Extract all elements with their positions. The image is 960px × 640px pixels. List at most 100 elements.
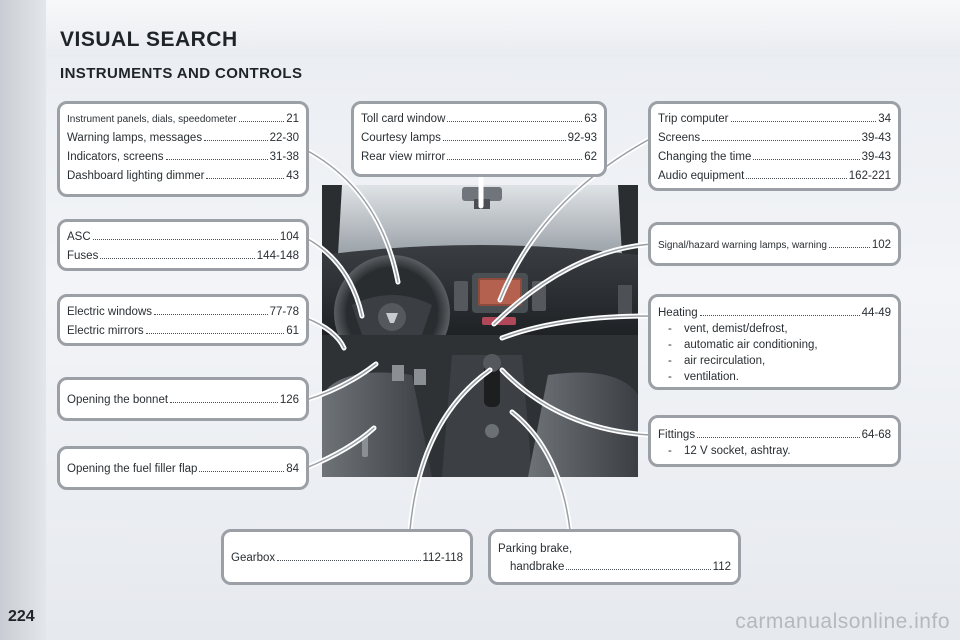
entry-label: Dashboard lighting dimmer [67,170,205,182]
list-dash: - [668,371,672,383]
page-number: 224 [8,608,35,625]
entry-screens[interactable]: Screens 39-43 [658,129,891,148]
entry-page: 64-68 [861,429,891,441]
entry-warning-lamps[interactable]: Warning lamps, messages 22-30 [67,129,299,148]
entry-label: Screens [658,132,701,144]
leader-dots [697,427,860,438]
entry-label: Fittings [658,429,696,441]
list-dash: - [668,355,672,367]
entry-page: 21 [286,113,299,125]
leader-dots [145,323,285,334]
entry-page: 43 [286,170,299,182]
leader-dots [206,168,285,179]
entry-instrument-panels[interactable]: Instrument panels, dials, speedometer 21 [67,110,299,129]
subitem-text: vent, demist/defrost, [684,323,788,335]
entry-page: 112 [712,561,731,573]
entry-fittings[interactable]: Fittings 64-68 [658,427,891,443]
entry-page: 112-118 [422,552,464,564]
entry-asc[interactable]: ASC 104 [67,228,299,247]
dashboard-illustration [322,185,638,477]
entry-audio-equipment[interactable]: Audio equipment 162-221 [658,167,891,186]
callout-trip-computer: Trip computer 34 Screens 39-43 Changing th… [648,101,901,191]
entry-page: 92-93 [567,132,597,144]
entry-label: handbrake [510,561,565,573]
section-title: INSTRUMENTS AND CONTROLS [60,65,303,82]
leader-dots [702,130,860,141]
leader-dots [204,130,268,141]
entry-label: Heating [658,307,698,319]
leader-dots [442,130,566,141]
entry-label: Signal/hazard warning lamps, warning [658,240,827,251]
entry-label: Warning lamps, messages [67,132,203,144]
entry-page: 102 [871,239,891,251]
callout-parking-brake: Parking brake, handbrake 112 [488,529,741,585]
leader-dots [828,237,870,248]
entry-trip-computer[interactable]: Trip computer 34 [658,110,891,129]
entry-label: Fuses [67,250,99,262]
entry-label: Rear view mirror [361,151,446,163]
entry-gearbox[interactable]: Gearbox 112-118 [231,549,463,568]
leader-dots [753,149,860,160]
entry-label: Opening the fuel filler flap [67,463,198,475]
subitem-text: ventilation. [684,371,739,383]
entry-handbrake[interactable]: handbrake 112 [498,558,731,576]
left-margin-strip [0,0,46,640]
callout-gearbox: Gearbox 112-118 [221,529,473,585]
entry-label: ASC [67,231,91,243]
entry-page: 126 [279,394,299,406]
entry-page: 144-148 [256,250,299,262]
entry-page: 62 [584,151,597,163]
entry-hazard-warning[interactable]: Signal/hazard warning lamps, warning 102 [658,236,891,255]
subitem-text: 12 V socket, ashtray. [684,445,791,457]
leader-dots [447,111,583,122]
entry-label: Audio equipment [658,170,745,182]
entry-fuses[interactable]: Fuses 144-148 [67,247,299,266]
parking-brake-line1: Parking brake, [498,543,573,555]
leader-dots [447,149,583,160]
leader-dots [165,149,268,160]
leader-dots [746,168,847,179]
leader-dots [199,461,285,472]
entry-label: Changing the time [658,151,752,163]
entry-page: 104 [279,231,299,243]
list-dash: - [668,445,672,457]
entry-page: 39-43 [861,132,891,144]
leader-dots [699,305,860,316]
dashboard-photo [322,185,638,477]
subitem-text: automatic air conditioning, [684,339,818,351]
entry-label: Instrument panels, dials, speedometer [67,114,237,125]
entry-label: Indicators, screens [67,151,164,163]
callout-asc-fuses: ASC 104 Fuses 144-148 [57,219,309,271]
leader-dots [277,550,421,561]
entry-label: Toll card window [361,113,446,125]
entry-label: Trip computer [658,113,729,125]
entry-page: 34 [878,113,891,125]
heating-subitem: -automatic air conditioning, [658,337,891,353]
entry-rear-view-mirror[interactable]: Rear view mirror 62 [361,148,597,167]
entry-page: 22-30 [269,132,299,144]
entry-page: 162-221 [848,170,891,182]
entry-lighting-dimmer[interactable]: Dashboard lighting dimmer 43 [67,167,299,186]
leader-dots [566,559,711,570]
entry-label: Gearbox [231,552,276,564]
entry-label: Electric windows [67,306,152,318]
watermark: carmanualsonline.info [735,610,950,633]
callout-hazard-lamps: Signal/hazard warning lamps, warning 102 [648,222,901,266]
heating-subitem: -ventilation. [658,369,891,385]
leader-dots [238,111,285,122]
